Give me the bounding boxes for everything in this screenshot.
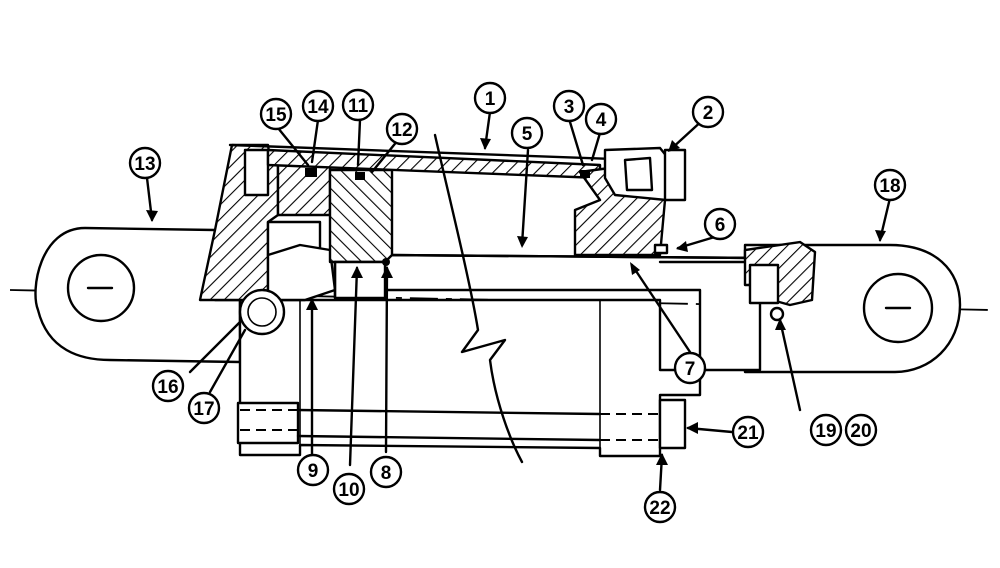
rod-end-head [743, 240, 817, 322]
callout-5: 5 [510, 116, 544, 150]
callout-2: 2 [691, 95, 725, 129]
arrowheads [146, 138, 886, 465]
callout-10: 10 [332, 472, 366, 506]
callout-18: 18 [873, 168, 907, 202]
callout-13: 13 [128, 146, 162, 180]
piston [328, 168, 394, 300]
svg-text:18: 18 [879, 176, 900, 197]
callout-1: 1 [473, 81, 507, 115]
callout-3: 3 [552, 89, 586, 123]
svg-text:10: 10 [338, 480, 359, 501]
svg-text:4: 4 [596, 110, 607, 131]
callout-8: 8 [369, 455, 403, 489]
svg-text:5: 5 [522, 124, 533, 145]
callout-22: 22 [643, 490, 677, 524]
callout-21: 21 [731, 415, 765, 449]
grease-fitting [238, 288, 286, 336]
callout-16: 16 [151, 369, 185, 403]
svg-text:19: 19 [815, 421, 836, 442]
rod-gland [573, 146, 687, 257]
callout-19: 19 [809, 413, 843, 447]
callout-14: 14 [301, 89, 335, 123]
callout-6: 6 [703, 207, 737, 241]
svg-text:1: 1 [485, 89, 496, 110]
svg-text:16: 16 [157, 377, 178, 398]
barrel-body [238, 298, 702, 458]
svg-text:8: 8 [381, 463, 392, 484]
svg-text:9: 9 [308, 461, 319, 482]
left-clevis [34, 226, 242, 364]
svg-text:2: 2 [703, 103, 714, 124]
svg-text:7: 7 [685, 359, 696, 380]
callout-7: 7 [673, 351, 707, 385]
callout-12: 12 [385, 112, 419, 146]
callout-4: 4 [584, 102, 618, 136]
svg-text:6: 6 [715, 215, 726, 236]
svg-text:17: 17 [193, 399, 214, 420]
callout-20: 20 [844, 413, 878, 447]
callout-15: 15 [259, 97, 293, 131]
svg-text:3: 3 [564, 97, 575, 118]
svg-text:11: 11 [348, 96, 369, 117]
left-end-cap [198, 143, 337, 302]
break-line [433, 133, 524, 464]
callout-9: 9 [296, 453, 330, 487]
svg-text:13: 13 [134, 154, 155, 175]
svg-text:20: 20 [850, 421, 871, 442]
svg-text:21: 21 [737, 423, 759, 444]
svg-text:12: 12 [391, 120, 412, 141]
tie-rod [236, 398, 687, 450]
callout-11: 11 [341, 88, 375, 122]
callout-17: 17 [187, 391, 221, 425]
svg-text:22: 22 [649, 498, 670, 519]
svg-text:15: 15 [265, 105, 287, 126]
svg-text:14: 14 [307, 97, 329, 118]
